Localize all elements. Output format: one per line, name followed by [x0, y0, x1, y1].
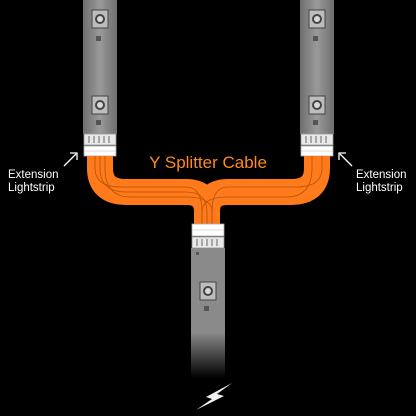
right-extension-label: Extension Lightstrip — [356, 169, 407, 195]
led-chip-icon — [91, 95, 109, 115]
main-lightstrip — [191, 248, 225, 378]
led-chip-icon — [91, 9, 109, 29]
left-extension-lightstrip — [83, 0, 117, 134]
arrow-icon — [63, 152, 78, 167]
right-extension-lightstrip — [300, 0, 334, 134]
y-splitter-cable — [87, 156, 330, 226]
center-splitter-connector — [191, 223, 225, 249]
led-chip-icon — [308, 95, 326, 115]
left-extension-label: Extension Lightstrip — [8, 169, 59, 195]
right-label-line2: Lightstrip — [356, 182, 403, 194]
left-strip-connector — [83, 133, 117, 157]
left-label-line2: Lightstrip — [8, 182, 55, 194]
led-chip-icon — [199, 281, 217, 301]
right-label-line1: Extension — [356, 169, 407, 181]
arrow-icon — [338, 152, 353, 167]
diagram-title: Y Splitter Cable — [149, 153, 267, 172]
led-chip-icon — [308, 9, 326, 29]
lightning-bolt-icon — [196, 383, 232, 410]
left-label-line1: Extension — [8, 169, 59, 181]
